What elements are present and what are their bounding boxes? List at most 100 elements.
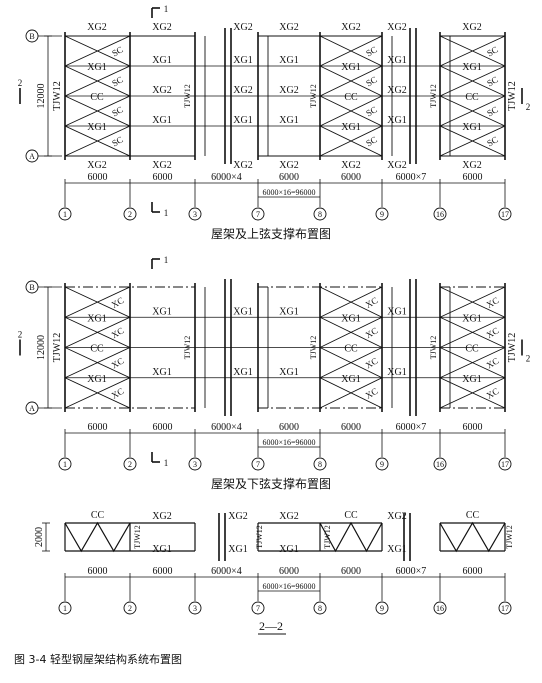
- plan-upper-chord-cc-6: CC: [465, 92, 479, 103]
- plan-lower-chord-diag-label-6-3: XC: [485, 386, 501, 401]
- section-2-2-axis-17: [498, 601, 512, 615]
- section-2-2-dim-bay-5: 6000×7: [396, 566, 427, 577]
- plan-lower-chord-axis-2-label: 2: [128, 460, 132, 469]
- figure-caption: 图 3-4 轻型钢屋架结构系统布置图: [14, 653, 182, 666]
- plan-upper-chord-axis-3: [188, 207, 202, 221]
- section-2-2-cc-0: CC: [91, 510, 105, 521]
- plan-lower-chord-dim-12000-label: 12000: [36, 335, 47, 360]
- plan-upper-chord-xg2-top-5: XG2: [387, 22, 406, 33]
- plan-upper-chord-axis-3-label: 3: [193, 210, 197, 219]
- plan-lower-chord-bay1-row0-diag-b: [319, 286, 383, 318]
- plan-upper-chord-bay1-row0-diag-b: [319, 35, 383, 67]
- plan-lower-chord-diag-label-0-0: XC: [110, 295, 126, 310]
- plan-lower-chord-bay2-row1-diag-b: [439, 316, 506, 348]
- plan-upper-chord-axis-9-label: 9: [380, 210, 384, 219]
- plan-lower-chord-axis-17: [498, 457, 512, 471]
- plan-lower-chord-cc-6: CC: [465, 344, 479, 355]
- plan-lower-chord-diag-label-0-2: XC: [110, 356, 126, 371]
- plan-lower-chord-row-b-label: B: [29, 283, 34, 292]
- plan-upper-chord-diag-label-6-2: SC: [485, 104, 500, 118]
- plan-lower-chord-axis-1: [58, 457, 72, 471]
- section-2-2-cc-2: CC: [466, 510, 480, 521]
- plan-lower-chord-xg1-a-1: XG1: [152, 306, 171, 317]
- plan-upper-chord-xg2-bot-1: XG2: [152, 160, 171, 171]
- plan-upper-chord-xg1-b-3: XG1: [279, 115, 298, 126]
- section-2-2-axis-3: [188, 601, 202, 615]
- plan-lower-chord-xg1-b-2: XG1: [233, 367, 252, 378]
- plan-upper-chord-dim-bay-6: 6000: [463, 172, 483, 183]
- plan-upper-chord-xg2-top-2: XG2: [233, 22, 252, 33]
- plan-lower-chord-axis-17-label: 17: [501, 460, 509, 469]
- plan-lower-chord-xg1-a-5: XG1: [387, 306, 406, 317]
- plan-lower-chord-axis-8-label: 8: [318, 460, 322, 469]
- plan-upper-chord-axis-16: [433, 207, 447, 221]
- plan-upper-chord-axis-7-label: 7: [256, 210, 260, 219]
- section-2-2-dim-total: 6000×16=96000: [262, 582, 315, 591]
- section-2-2-tjw-a: TJW12: [133, 525, 142, 549]
- plan-lower-chord-xg1-b-6: XG1: [462, 374, 481, 385]
- plan-upper-chord-sec1-top-label: 1: [164, 4, 169, 14]
- plan-upper-chord-diag-label-0-2: SC: [110, 104, 125, 118]
- plan-lower-chord-sec1-top-label: 1: [164, 255, 169, 265]
- plan-lower-chord-dim-bay-2: 6000×4: [211, 422, 242, 433]
- plan-upper-chord-axis-17: [498, 207, 512, 221]
- plan-upper-chord-bay0-row1-diag-b: [64, 65, 131, 97]
- plan-upper-chord-xg1-a-6: XG1: [462, 62, 481, 73]
- plan-upper-chord-bay1-row1-diag-b: [319, 65, 383, 97]
- plan-upper-chord-title: 屋架及上弦支撑布置图: [211, 226, 331, 241]
- section-2-2-title: 2—2: [259, 619, 283, 633]
- plan-lower-chord-dim-bay-6: 6000: [463, 422, 483, 433]
- plan-upper-chord-dim-bay-0: 6000: [88, 172, 108, 183]
- plan-lower-chord-axis-7-label: 7: [256, 460, 260, 469]
- plan-lower-chord-axis-7: [251, 457, 265, 471]
- plan-lower-chord-xg1-a-4: XG1: [341, 313, 360, 324]
- section-2-2-axis-1: [58, 601, 72, 615]
- plan-lower-chord-xg1-b-1: XG1: [152, 367, 171, 378]
- plan-upper-chord-axis-8-label: 8: [318, 210, 322, 219]
- plan-upper-chord-diag-label-0-3: SC: [110, 134, 125, 148]
- plan-lower-chord-bay1-row2-diag-b: [319, 347, 383, 379]
- section-2-2-axis-1-label: 1: [63, 604, 67, 613]
- plan-lower-chord-xg1-b-3: XG1: [279, 367, 298, 378]
- plan-lower-chord-diag-label-4-2: XC: [364, 356, 380, 371]
- plan-lower-chord-bay2-row3-diag-b: [439, 377, 506, 409]
- plan-lower-chord-xg1-a-0: XG1: [87, 313, 106, 324]
- plan-upper-chord-diag-label-0-0: SC: [110, 44, 125, 58]
- section-2-2-dim-bay-6: 6000: [463, 566, 483, 577]
- section-2-2-axis-2-label: 2: [128, 604, 132, 613]
- section-2-2-xg2-0: XG2: [152, 511, 171, 522]
- plan-upper-chord-diag-label-4-1: SC: [364, 74, 379, 88]
- plan-upper-chord-xg1-a-2: XG1: [233, 55, 252, 66]
- section-2-2-axis-8: [313, 601, 327, 615]
- plan-lower-chord-diag-label-4-3: XC: [364, 386, 380, 401]
- plan-upper-chord-dim-bay-4: 6000: [341, 172, 361, 183]
- plan-upper-chord-xg2-bot-0: XG2: [87, 160, 106, 171]
- plan-upper-chord-xg1-a-5: XG1: [387, 55, 406, 66]
- plan-upper-chord-bay1-row3-diag-b: [319, 125, 383, 157]
- plan-upper-chord-dim-bay-2: 6000×4: [211, 172, 242, 183]
- section-2-2-dim-bay-1: 6000: [153, 566, 173, 577]
- plan-upper-chord-bay1-row2-diag-b: [319, 95, 383, 127]
- plan-upper-chord-axis-2: [123, 207, 137, 221]
- section-2-2-axis-8-label: 8: [318, 604, 322, 613]
- plan-upper-chord-xg2-bot-4: XG2: [341, 160, 360, 171]
- plan-lower-chord-bay0-row2-diag-b: [64, 347, 131, 379]
- plan-upper-chord-xg2-mid-2: XG2: [233, 85, 252, 96]
- plan-upper-chord-diag-label-6-1: SC: [485, 74, 500, 88]
- section-2-2-axis-16-label: 16: [436, 604, 444, 613]
- plan-lower-chord-axis-16-label: 16: [436, 460, 444, 469]
- plan-lower-chord-xg1-a-2: XG1: [233, 306, 252, 317]
- plan-upper-chord-xg2-top-3: XG2: [279, 22, 298, 33]
- plan-upper-chord-tjw-left: TJW12: [52, 81, 63, 110]
- plan-upper-chord-axis-1: [58, 207, 72, 221]
- section-2-2-axis-3-label: 3: [193, 604, 197, 613]
- plan-upper-chord-axis-8: [313, 207, 327, 221]
- section-2-2-axis-7: [251, 601, 265, 615]
- plan-upper-chord-xg2-mid-1: XG2: [152, 85, 171, 96]
- section-2-2-dim-bay-0: 6000: [88, 566, 108, 577]
- plan-upper-chord-bay0-row3-diag-b: [64, 125, 131, 157]
- section-2-2-axis-2: [123, 601, 137, 615]
- plan-lower-chord-dim-bay-4: 6000: [341, 422, 361, 433]
